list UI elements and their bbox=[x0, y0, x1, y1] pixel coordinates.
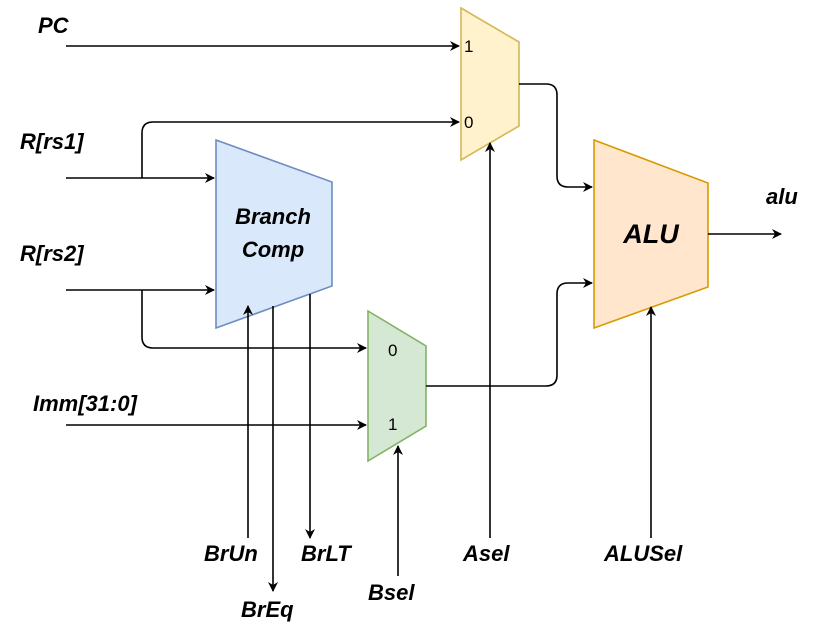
bmux-port-0: 0 bbox=[388, 341, 397, 360]
input-pc-label: PC bbox=[38, 13, 70, 38]
control-breq-label: BrEq bbox=[241, 597, 294, 622]
alu-label: ALU bbox=[622, 219, 680, 249]
control-asel-label: Asel bbox=[462, 541, 510, 566]
wire-rs1-to-amux bbox=[141, 117, 460, 178]
amux-port-0: 0 bbox=[464, 113, 473, 132]
bmux-port-1: 1 bbox=[388, 415, 397, 434]
input-rs1-label: R[rs1] bbox=[20, 129, 84, 154]
control-brlt-label: BrLT bbox=[301, 541, 352, 566]
bsel-mux bbox=[367, 309, 427, 463]
input-imm-label: Imm[31:0] bbox=[33, 391, 138, 416]
control-brun-label: BrUn bbox=[204, 541, 258, 566]
wire-bmux-to-alu bbox=[426, 278, 593, 387]
control-bsel-label: Bsel bbox=[368, 580, 415, 605]
output-alu-label: alu bbox=[766, 184, 798, 209]
branch-comp-label-line2: Comp bbox=[242, 237, 304, 262]
asel-mux bbox=[460, 6, 520, 162]
branch-comparator bbox=[215, 138, 333, 330]
wire-rs2-to-bmux bbox=[141, 290, 367, 353]
control-alusel-label: ALUSel bbox=[603, 541, 683, 566]
wires bbox=[66, 41, 782, 592]
wire-amux-to-alu bbox=[519, 83, 593, 192]
alu-block bbox=[593, 138, 709, 330]
input-rs2-label: R[rs2] bbox=[20, 241, 84, 266]
amux-port-1: 1 bbox=[464, 37, 473, 56]
branch-comp-label-line1: Branch bbox=[235, 204, 311, 229]
